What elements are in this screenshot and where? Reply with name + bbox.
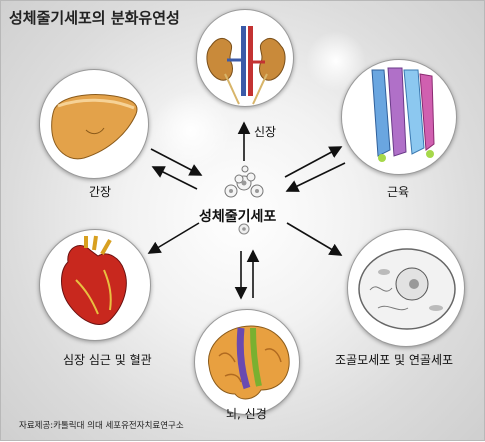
- kidney-circle: [196, 9, 294, 107]
- heart-icon: [61, 235, 127, 325]
- muscle-icon: [371, 67, 435, 162]
- liver-label: 간장: [89, 185, 112, 199]
- diagram-title: 성체줄기세포의 분화유연성: [9, 9, 180, 27]
- heart-circle: [39, 229, 151, 341]
- liver-icon: [51, 94, 138, 160]
- arrow-to-heart: [147, 222, 200, 254]
- muscle-label: 근육: [387, 185, 410, 199]
- kidney-label: 신장: [254, 125, 277, 139]
- heart-label: 심장 심근 및 혈관: [63, 353, 152, 367]
- arrow-to-muscle: [284, 146, 343, 178]
- brain-icon: [208, 325, 290, 400]
- liver-circle: [39, 69, 149, 179]
- brain-circle: [194, 309, 300, 415]
- source-credit: 자료제공:카톨릭대 의대 세포유전자치료연구소: [19, 421, 184, 431]
- bone-label: 조골모세포 및 연골세포: [335, 353, 454, 367]
- arrow-from-liver: [150, 148, 203, 176]
- muscle-circle: [341, 59, 457, 175]
- brain-label: 뇌, 신경: [226, 407, 267, 421]
- kidney-icon: [206, 26, 286, 105]
- arrow-to-liver: [151, 166, 198, 190]
- bone-cell-circle: [347, 229, 465, 347]
- arrow-from-muscle: [285, 162, 346, 192]
- stem-cell-label: 성체줄기세포: [199, 209, 277, 225]
- cell-icon: [358, 248, 456, 330]
- arrow-to-bone: [286, 222, 343, 256]
